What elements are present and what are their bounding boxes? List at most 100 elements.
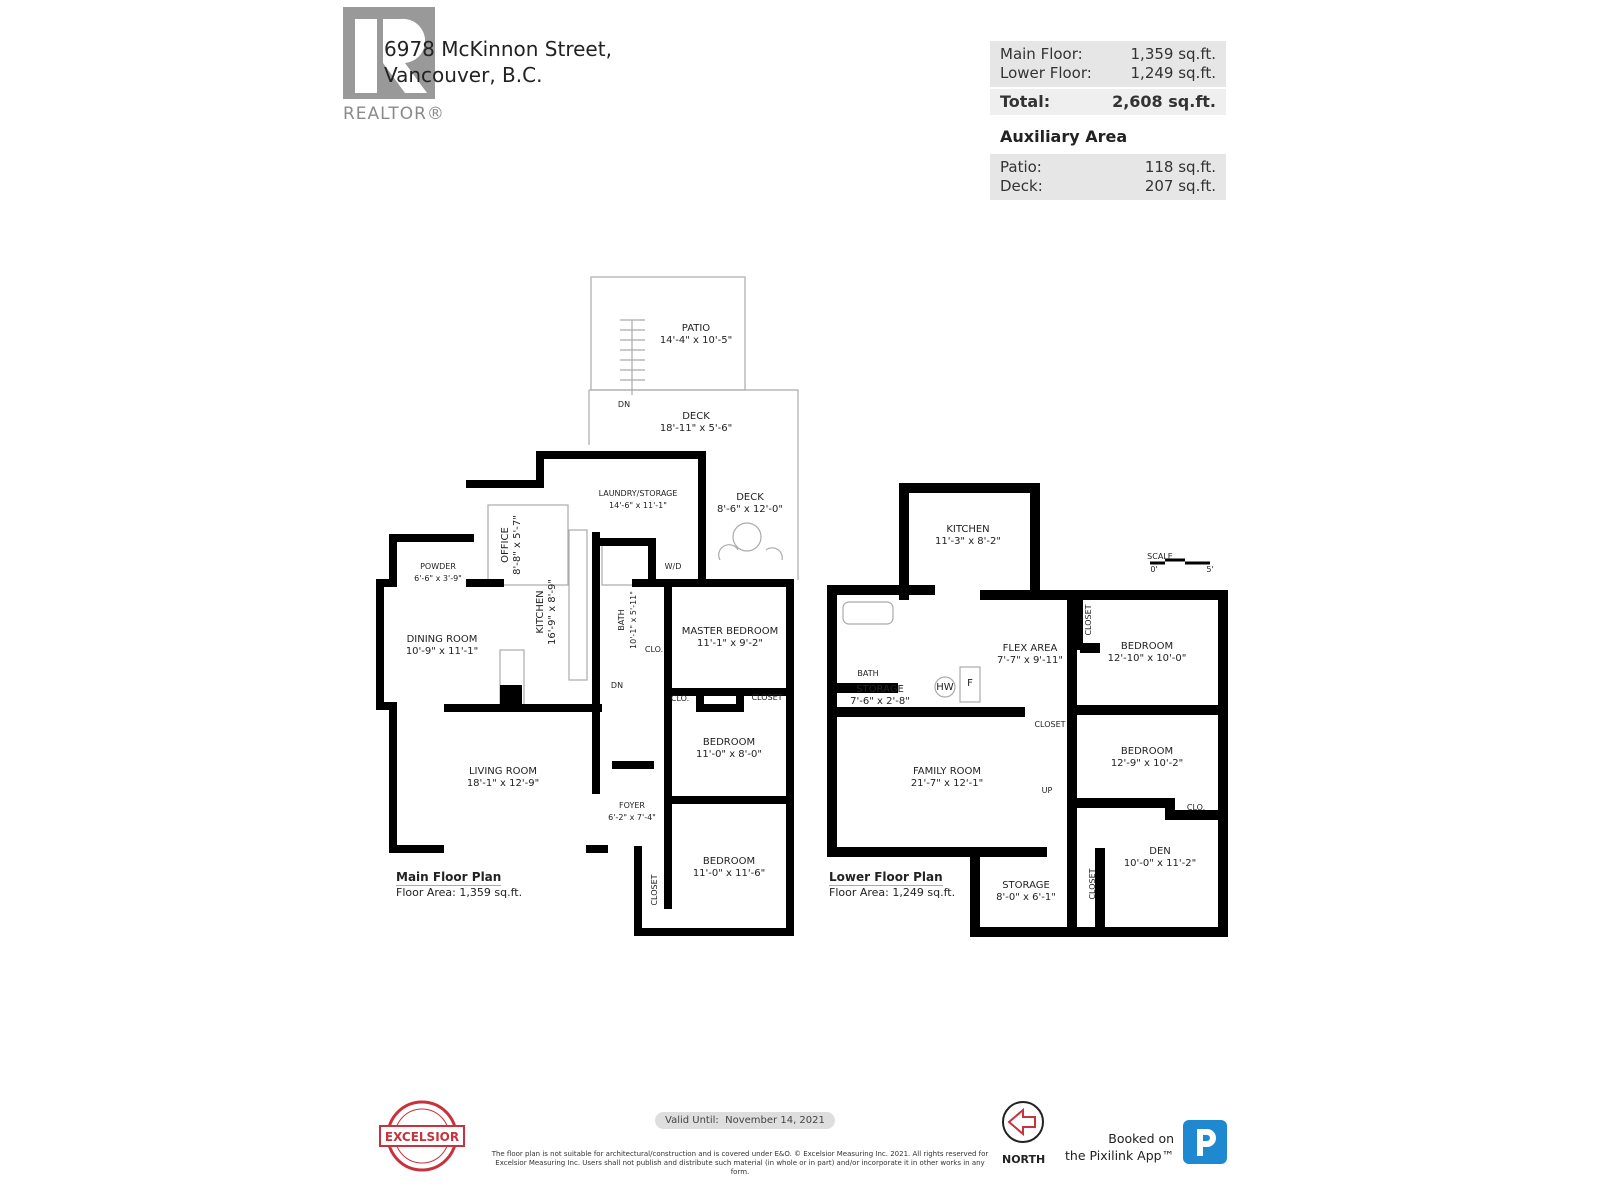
room-name: OFFICE (500, 527, 511, 563)
room-dimensions: 10'-0" x 11'-2" (1123, 858, 1197, 869)
row-label: Deck: (1000, 177, 1043, 195)
room-name: LIVING ROOM (468, 766, 538, 777)
room-dimensions: 11'-0" x 8'-0" (695, 749, 763, 760)
tag-hot-water: HW (936, 682, 954, 693)
room-name: DINING ROOM (406, 634, 478, 645)
room-dimensions: 16'-9" x 8'-9" (547, 578, 558, 646)
total-label: Total: (1000, 92, 1051, 111)
tag-clo: CLO. (670, 694, 690, 703)
room-name: DEN (1149, 846, 1171, 857)
tag-furnace: F (967, 678, 973, 689)
valid-date: November 14, 2021 (725, 1115, 825, 1126)
tag-closet: CLOSET (1088, 868, 1097, 900)
room-name: KITCHEN (535, 590, 546, 634)
room-dimensions: 14'-4" x 10'-5" (659, 335, 733, 346)
row-value: 118 sq.ft. (1144, 158, 1216, 176)
room-dimensions: 8'-6" x 12'-0" (716, 504, 784, 515)
address-line1: 6978 McKinnon Street, (384, 37, 612, 61)
floor-area-summary: Main Floor: 1,359 sq.ft. Lower Floor:1,24… (990, 41, 1226, 87)
lower-floor-area: Floor Area: 1,249 sq.ft. (829, 886, 956, 899)
room-name: BATH (617, 609, 626, 631)
main-floor-walls (376, 451, 794, 936)
tag-dn: DN (610, 681, 624, 690)
lower-floor-caption: Lower Floor Plan Floor Area: 1,249 sq.ft… (829, 866, 955, 899)
summary-total: Total:2,608 sq.ft. (990, 89, 1226, 115)
auxiliary-summary: Patio: 118 sq.ft. Deck: 207 sq.ft. (990, 154, 1226, 200)
excelsior-logo: EXCELSIOR (379, 1100, 465, 1172)
tag-closet: CLOSET (751, 693, 783, 702)
row-label: Patio: (1000, 158, 1042, 176)
summary-row: Lower Floor:1,249 sq.ft. (990, 64, 1226, 83)
tag-dn: DN (617, 400, 631, 409)
room-dimensions: 8'-0" x 6'-1" (996, 892, 1056, 903)
pixilink-logo (1183, 1120, 1227, 1164)
room-name: BEDROOM (702, 856, 756, 867)
north-arrow-icon (1002, 1101, 1044, 1143)
room-name: STORAGE (856, 684, 904, 695)
room-name: BEDROOM (1120, 641, 1174, 652)
lower-floor-walls (827, 483, 1228, 937)
main-floor-caption: Main Floor Plan Floor Area: 1,359 sq.ft. (396, 866, 522, 899)
room-dimensions: 12'-10" x 10'-0" (1107, 653, 1187, 664)
row-value: 207 sq.ft. (1144, 177, 1216, 195)
room-name: MASTER BEDROOM (681, 626, 779, 637)
room-name: 10'-1" x 5'-11" (629, 591, 638, 649)
room-dimensions: 11'-1" x 9'-2" (696, 638, 764, 649)
room-dimensions: 10'-9" x 11'-1" (405, 646, 479, 657)
room-name: KITCHEN (946, 524, 990, 535)
room-dimensions: 8'-8" x 5'-7" (512, 515, 523, 575)
room-name: DECK (736, 492, 764, 503)
row-value: 1,359 sq.ft. (1130, 45, 1216, 63)
room-dimensions: 7'-6" x 2'-8" (850, 696, 910, 707)
scale-end: 5' (1206, 565, 1214, 574)
room-name: FOYER (619, 801, 645, 810)
row-label: Lower Floor: (1000, 64, 1092, 82)
room-dimensions: 11'-3" x 8'-2" (934, 536, 1002, 547)
svg-text:EXCELSIOR: EXCELSIOR (385, 1130, 459, 1144)
address-line2: Vancouver, B.C. (384, 63, 543, 87)
main-floor-area: Floor Area: 1,359 sq.ft. (396, 886, 523, 899)
room-dimensions: 18'-1" x 12'-9" (466, 778, 540, 789)
auxiliary-heading: Auxiliary Area (1000, 127, 1128, 146)
room-name: BEDROOM (702, 737, 756, 748)
tag-closet: CLOSET (1034, 720, 1066, 729)
row-label: Main Floor: (1000, 45, 1083, 63)
scale-label: SCALE (1147, 552, 1173, 561)
room-name: FLEX AREA (1002, 643, 1058, 654)
room-name: 6'-2" x 7'-4" (608, 813, 656, 822)
scale-start: 0' (1150, 565, 1158, 574)
tag-closet: CLOSET (1084, 604, 1093, 636)
north-label: NORTH (1002, 1153, 1046, 1166)
tag-clo: CLO. (1186, 803, 1206, 812)
tag-up: UP (1041, 786, 1053, 795)
room-name: POWDER (420, 562, 456, 571)
room-dimensions: 11'-0" x 11'-6" (692, 868, 766, 879)
room-name: DECK (682, 411, 710, 422)
room-dimensions: 21'-7" x 12'-1" (910, 778, 984, 789)
booked-line2: the Pixilink App™ (1065, 1148, 1175, 1163)
booked-on-text: Booked on the Pixilink App™ (1065, 1130, 1174, 1164)
outdoor-outlines (487, 276, 799, 706)
room-dimensions: 7'-7" x 9'-11" (996, 655, 1064, 666)
lower-floor-title: Lower Floor Plan (829, 870, 943, 886)
room-name: 14'-6" x 11'-1" (609, 501, 667, 510)
summary-row: Main Floor: 1,359 sq.ft. (990, 45, 1226, 64)
